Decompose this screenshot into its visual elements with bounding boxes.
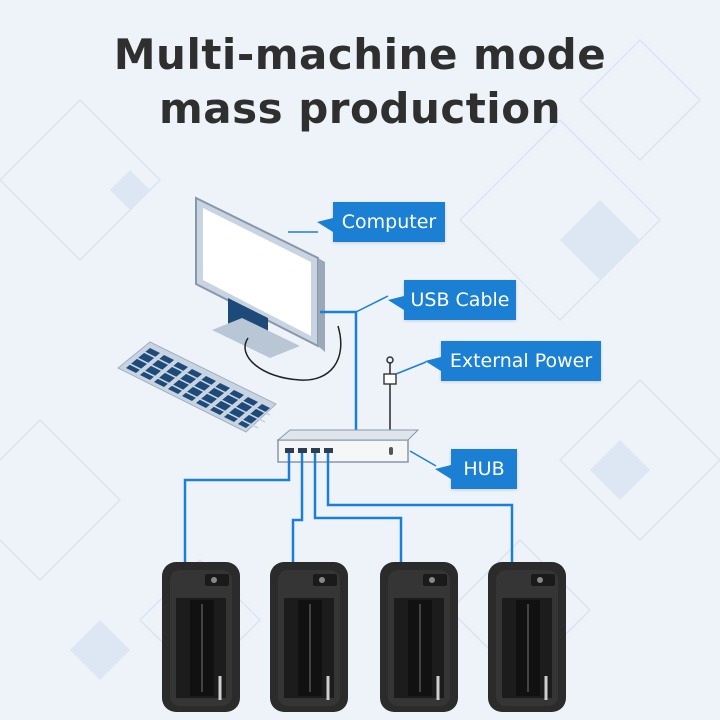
- programmer-device-icon: [488, 562, 566, 712]
- programmer-device-icon: [380, 562, 458, 712]
- hub-label: HUB: [435, 449, 517, 489]
- computer-monitor-icon: [195, 196, 342, 381]
- page-title: Multi-machine mode mass production: [0, 28, 720, 136]
- power-plug-icon: [383, 356, 397, 440]
- external-power-label: External Power: [425, 341, 601, 381]
- title-line-2: mass production: [159, 84, 561, 133]
- programmer-device-icon: [270, 562, 348, 712]
- title-line-1: Multi-machine mode: [113, 30, 607, 79]
- keyboard-icon: [117, 341, 277, 433]
- computer-label: Computer: [317, 202, 445, 242]
- programmer-device-icon: [162, 562, 240, 712]
- usb-hub-icon: [276, 429, 420, 463]
- usb-cable-label: USB Cable: [388, 280, 516, 320]
